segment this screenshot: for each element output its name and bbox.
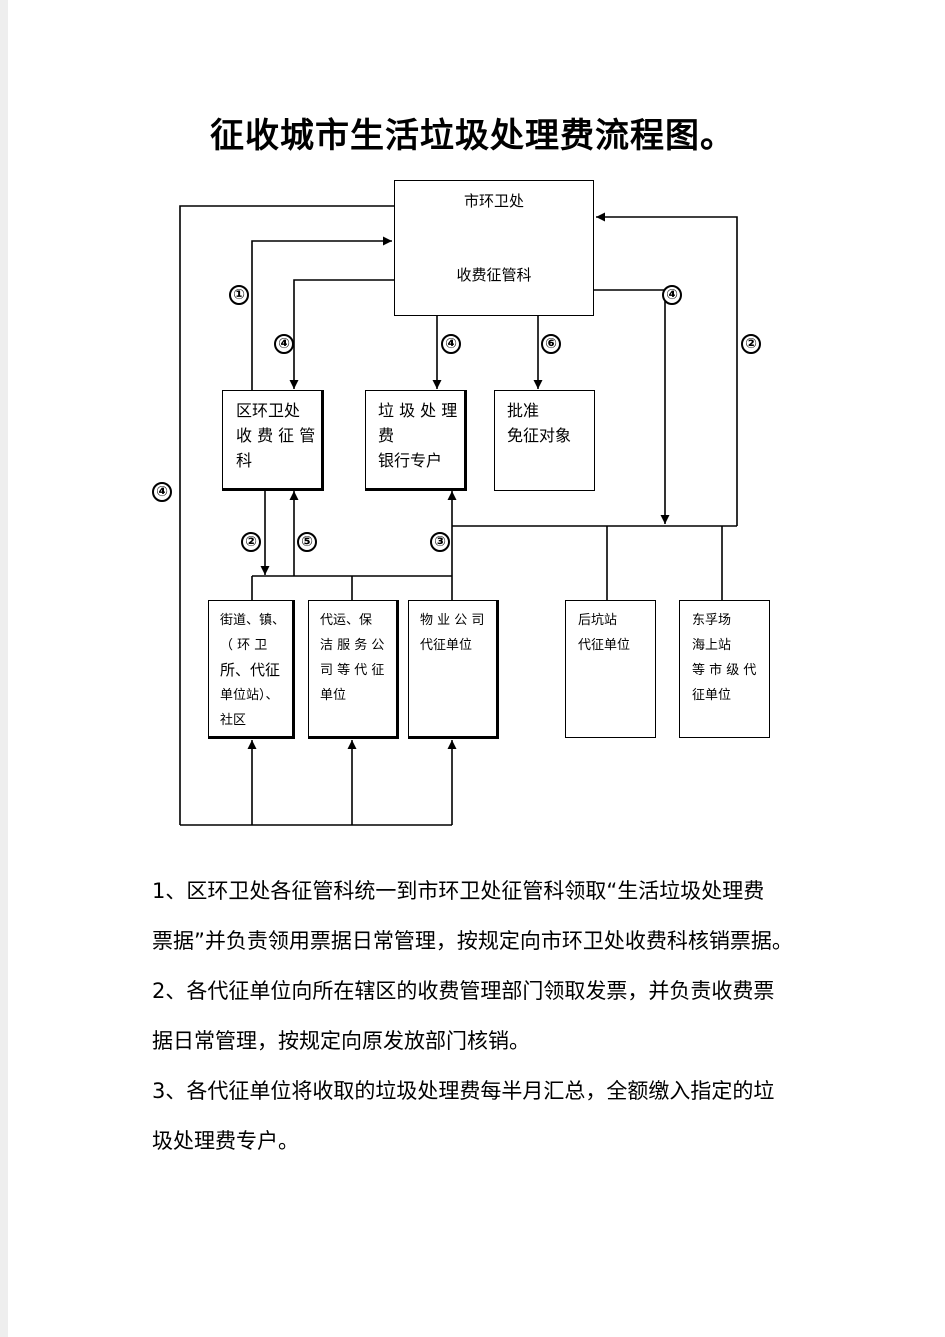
node-street-line: （ 环 卫 (220, 638, 268, 653)
notes: 1、区环卫处各征管科统一到市环卫处征管科领取“生活垃圾处理费 票据”并负责领用票… (152, 866, 817, 1166)
node-transport-line: 司 等 代 征 (320, 663, 385, 678)
note-line: 圾处理费专户。 (152, 1129, 299, 1153)
node-bank-line: 银行专户 (378, 451, 443, 470)
node-district-line: 区环卫处 (236, 401, 301, 420)
note-line: 3、各代征单位将收取的垃圾处理费每半月汇总，全额缴入指定的垃 (152, 1079, 775, 1103)
step-marker: ② (741, 334, 761, 354)
page-title: 征收城市生活垃圾处理费流程图。 (210, 116, 735, 156)
node-district-line: 收 费 征 管 (236, 426, 316, 445)
node-street-line: 社区 (220, 713, 247, 728)
node-dongfu-line: 等 市 级 代 (692, 663, 757, 678)
node-city-dept: 收费征管科 (456, 266, 532, 284)
node-street-town: 街道、镇、 （ 环 卫 所、代征 单位站）、 社区 (208, 600, 295, 739)
node-dongfu-line: 东孚场 (692, 613, 732, 628)
node-property-line: 代征单位 (420, 638, 473, 653)
note-line: 据日常管理，按规定向原发放部门核销。 (152, 1029, 530, 1053)
node-dongfu-city-agents: 东孚场 海上站 等 市 级 代 征单位 (679, 600, 770, 738)
node-city-name: 市环卫处 (463, 192, 524, 210)
node-city-sanitation: 市环卫处 收费征管科 (394, 180, 594, 316)
node-transport-service: 代运、保 洁 服 务 公 司 等 代 征 单位 (308, 600, 399, 739)
node-bank-account: 垃 圾 处 理 费 银行专户 (365, 390, 467, 491)
step-marker: ② (241, 532, 261, 552)
connector-city-to-district (289, 279, 394, 389)
step-marker: ① (229, 285, 249, 305)
connector-agents-to-city (596, 212, 738, 526)
node-transport-line: 单位 (320, 688, 347, 703)
step-marker: ④ (152, 482, 172, 502)
node-street-line: 单位站）、 (220, 688, 279, 703)
node-bank-line: 费 (378, 426, 395, 445)
node-street-line: 所、代征 (220, 661, 281, 679)
step-marker: ③ (430, 532, 450, 552)
node-exempt-line: 批准 (507, 401, 540, 420)
step-marker: ④ (441, 334, 461, 354)
step-marker: ④ (662, 285, 682, 305)
connector-district-to-city (251, 236, 392, 391)
note-line: 2、各代征单位向所在辖区的收费管理部门领取发票，并负责收费票 (152, 979, 775, 1003)
note-line: 票据”并负责领用票据日常管理，按规定向市环卫处收费科核销票据。 (152, 929, 793, 953)
connector-city-to-agents (594, 289, 670, 524)
node-dongfu-line: 征单位 (692, 688, 732, 703)
node-houkeng-station: 后坑站 代征单位 (565, 600, 656, 738)
node-houkeng-line: 代征单位 (578, 638, 631, 653)
connector-outer-loop (179, 205, 394, 825)
node-property-line: 物 业 公 司 (420, 613, 485, 628)
node-street-line: 街道、镇、 (220, 613, 286, 628)
step-marker: ④ (274, 334, 294, 354)
node-district-line: 科 (236, 451, 253, 470)
node-property-company: 物 业 公 司 代征单位 (408, 600, 499, 739)
node-transport-line: 代运、保 (320, 613, 373, 628)
node-bank-line: 垃 圾 处 理 (378, 401, 458, 420)
node-dongfu-line: 海上站 (692, 638, 732, 653)
node-exempt-line: 免征对象 (507, 426, 572, 445)
node-houkeng-line: 后坑站 (578, 613, 618, 628)
node-district-sanitation: 区环卫处 收 费 征 管 科 (222, 390, 324, 491)
note-line: 1、区环卫处各征管科统一到市环卫处征管科领取“生活垃圾处理费 (152, 879, 765, 903)
node-exempt-objects: 批准 免征对象 (494, 390, 595, 491)
step-marker: ⑥ (541, 334, 561, 354)
node-transport-line: 洁 服 务 公 (320, 638, 385, 653)
page-edge (0, 0, 8, 1337)
step-marker: ⑤ (297, 532, 317, 552)
